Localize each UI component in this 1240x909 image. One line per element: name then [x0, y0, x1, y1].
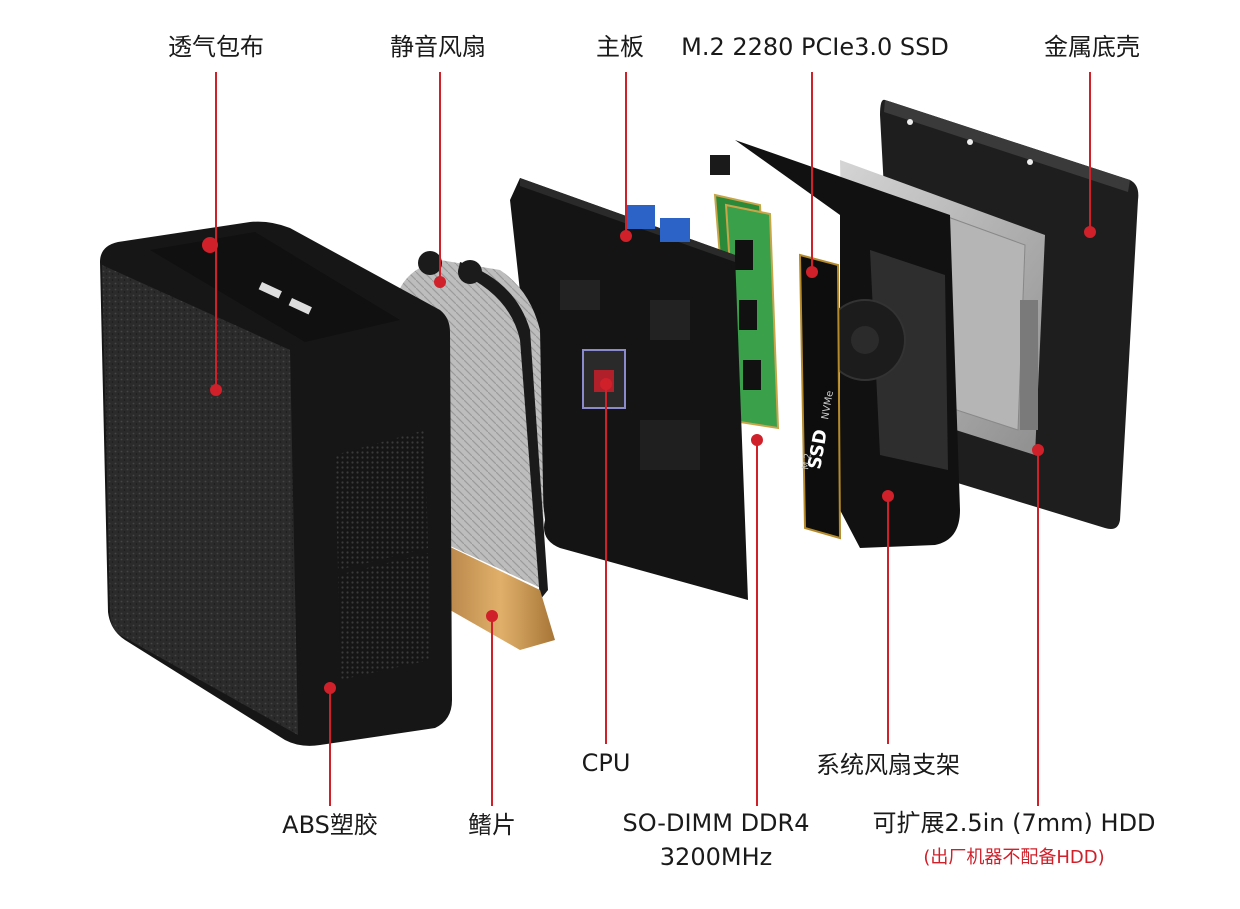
label-ssd: M.2 2280 PCIe3.0 SSD [681, 33, 949, 61]
dot-ssd [806, 266, 818, 278]
label-silent-fan: 静音风扇 [390, 33, 486, 61]
dot-fabric-cover [210, 384, 222, 396]
label-system-fan-bracket: 系统风扇支架 [816, 751, 960, 779]
system-fan-bracket [710, 140, 960, 548]
dot-silent-fan [434, 276, 446, 288]
dot-metal-base [1084, 226, 1096, 238]
ssd-module: SSD NVMe M.2 [798, 253, 842, 540]
label-abs-plastic: ABS塑胶 [282, 811, 378, 839]
dot-cpu [600, 378, 612, 390]
label-hdd-note: (出厂机器不配备HDD) [923, 847, 1105, 868]
label-heatsink-fins: 鳍片 [468, 811, 516, 839]
dot-motherboard [620, 230, 632, 242]
label-metal-base: 金属底壳 [1044, 33, 1140, 61]
leader-lines [210, 72, 1096, 806]
dot-abs [324, 682, 336, 694]
label-hdd: 可扩展2.5in (7mm) HDD [872, 809, 1156, 837]
dot-fan-bracket [882, 490, 894, 502]
label-memory-line2: 3200MHz [659, 843, 773, 871]
label-cpu: CPU [581, 749, 631, 777]
dot-memory [751, 434, 763, 446]
label-memory-line1: SO-DIMM DDR4 [622, 809, 810, 837]
abs-case [100, 221, 452, 746]
label-fabric-cover: 透气包布 [168, 33, 264, 61]
label-motherboard: 主板 [596, 33, 644, 61]
ssd-form-text: M.2 [801, 453, 814, 471]
motherboard [510, 178, 748, 600]
dot-fins [486, 610, 498, 622]
dot-hdd [1032, 444, 1044, 456]
ssd-type-text: NVMe [820, 390, 836, 421]
